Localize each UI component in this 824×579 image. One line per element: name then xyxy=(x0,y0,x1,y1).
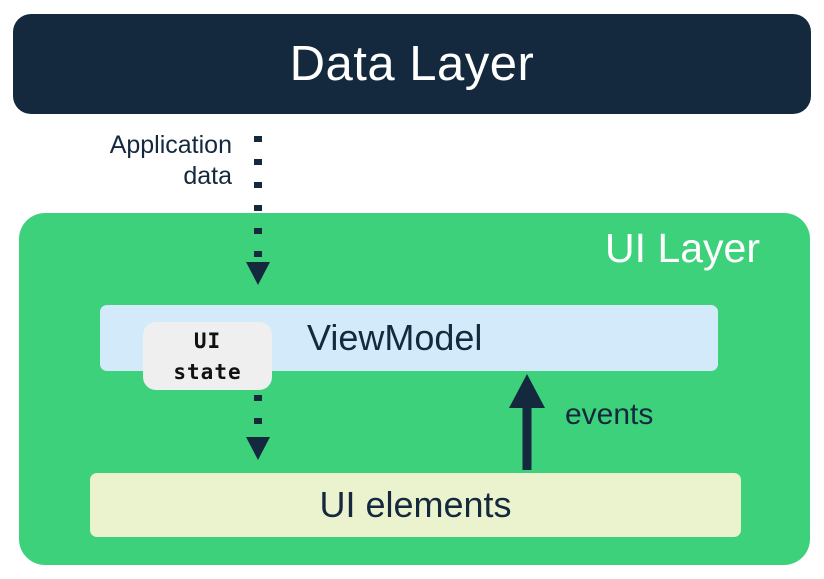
data-layer-box: Data Layer xyxy=(13,14,811,114)
data-layer-label: Data Layer xyxy=(289,36,535,91)
events-label: events xyxy=(565,398,654,431)
ui-elements-label: UI elements xyxy=(319,484,512,525)
viewmodel-label: ViewModel xyxy=(307,317,483,358)
ui-state-box: UI state xyxy=(143,322,272,390)
ui-state-line-2: state xyxy=(173,359,242,384)
ui-layer-label: UI Layer xyxy=(605,225,760,271)
ui-elements-box: UI elements xyxy=(90,473,741,537)
application-data-line-1: Application xyxy=(109,131,232,159)
ui-state-line-1: UI xyxy=(193,329,222,354)
application-data-label: Application data xyxy=(60,130,232,192)
application-data-line-2: data xyxy=(183,162,232,190)
